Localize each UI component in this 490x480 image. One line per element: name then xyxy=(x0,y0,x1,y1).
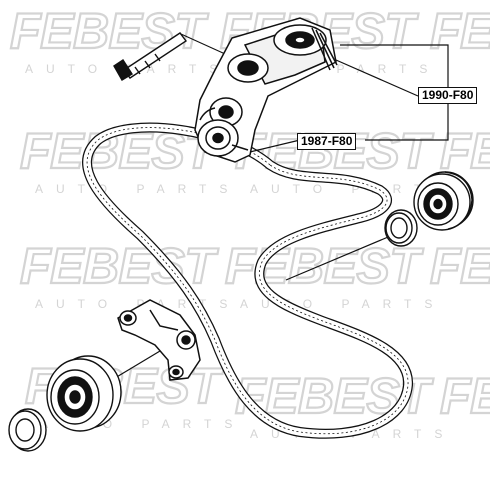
watermark-tile: FEBEST xyxy=(429,237,490,295)
watermark-tagline: AUTO PARTS xyxy=(35,182,240,196)
watermark-brand: FEBEST xyxy=(430,238,490,294)
part-label-tensioner-pulley[interactable]: 1987-F80 xyxy=(297,133,357,150)
idler-bracket xyxy=(117,299,201,381)
watermark-tile: FEBEST AUTO PARTS xyxy=(19,237,240,311)
watermark-brand: FEBEST xyxy=(440,368,490,424)
part-label-tensioner-assembly[interactable]: 1990-F80 xyxy=(418,87,478,104)
watermark-brand: FEBEST xyxy=(430,3,490,59)
watermark-brand: FEBEST xyxy=(10,3,209,59)
drive-belt xyxy=(82,122,413,439)
watermark-brand: FEBEST xyxy=(235,123,434,179)
left-idler-pulley xyxy=(46,355,122,432)
watermark-tagline: AUTO PARTS xyxy=(35,297,240,311)
right-dust-cap xyxy=(384,209,418,247)
left-dust-cap xyxy=(8,408,47,452)
watermark-tile: FEBEST AUTO PARTS xyxy=(19,122,240,196)
watermark-tile: FEBEST AUTO PARTS xyxy=(234,122,455,196)
watermark-tagline: AUTO PARTS xyxy=(250,182,455,196)
watermark-brand: FEBEST xyxy=(225,238,424,294)
watermark-tile: FEBEST xyxy=(429,2,490,60)
right-idler-pulley xyxy=(413,171,474,231)
watermark-tile: FEBEST xyxy=(439,367,490,425)
tensioner-assembly xyxy=(194,17,338,163)
